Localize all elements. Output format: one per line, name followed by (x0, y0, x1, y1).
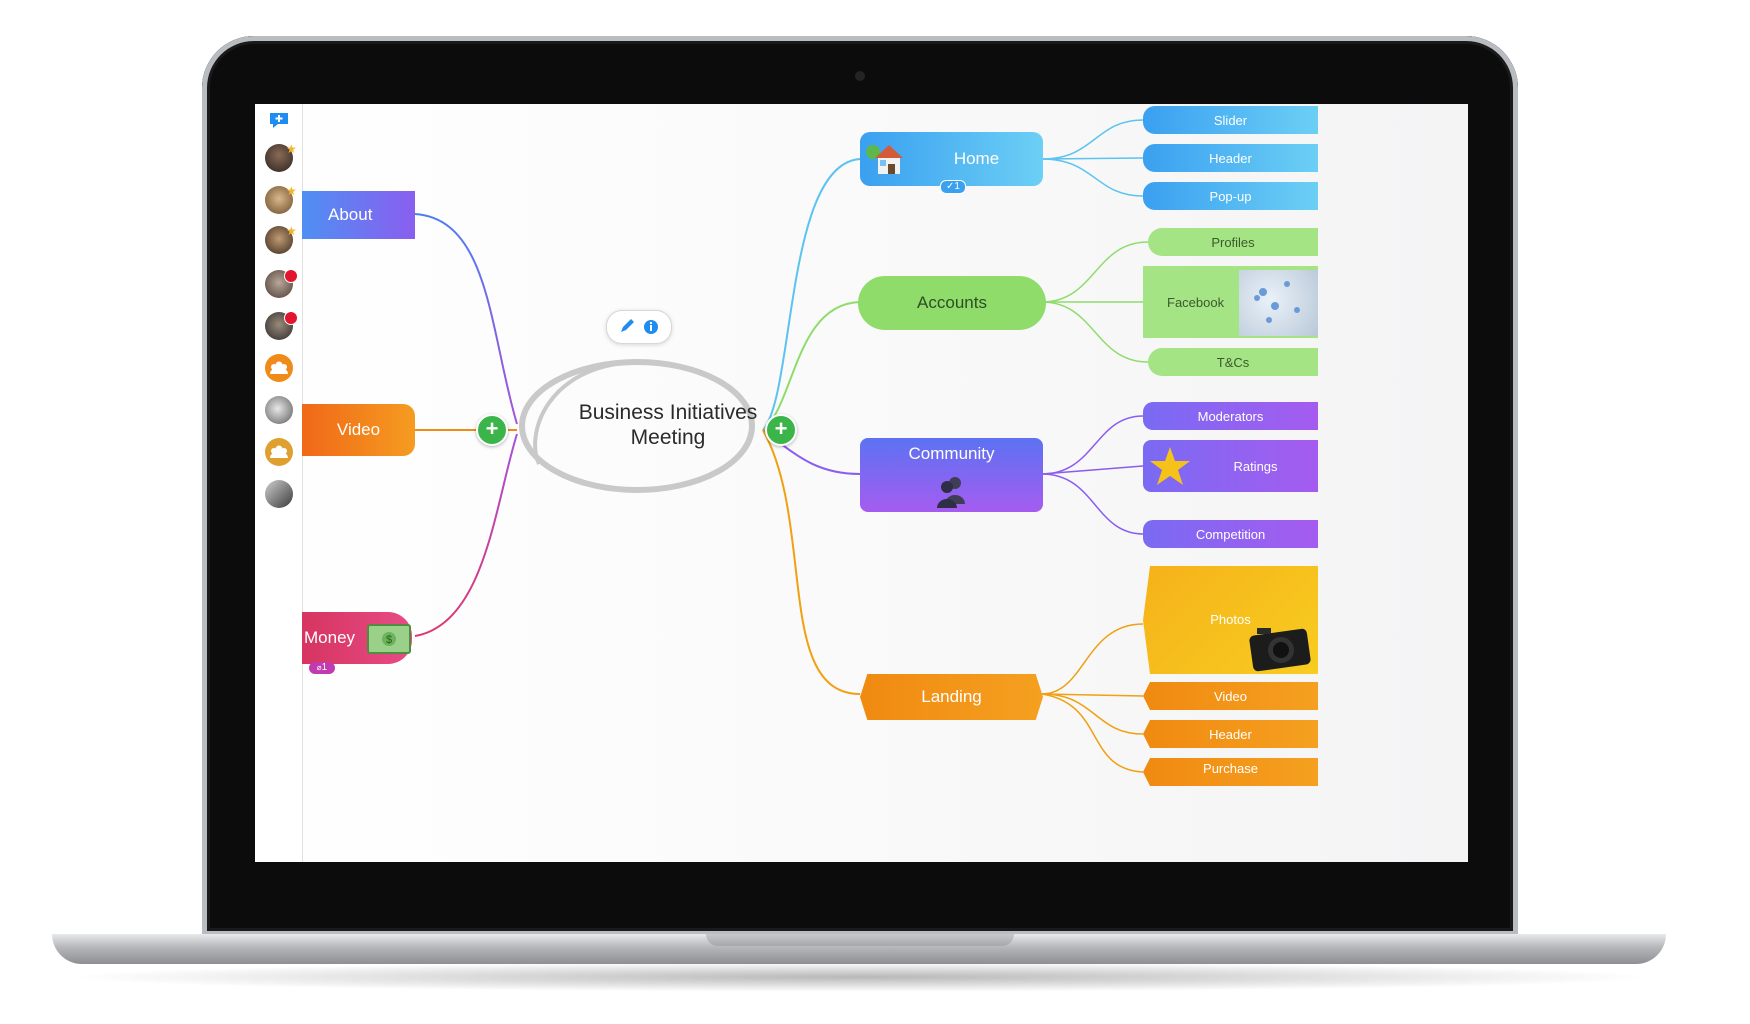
subtopic-label: Slider (1213, 112, 1248, 128)
money-icon: $ (367, 624, 411, 654)
subtopic-purchase[interactable]: Purchase (1143, 758, 1318, 786)
people-icon (931, 470, 971, 510)
star-badge-icon: ★ (286, 184, 297, 198)
star-badge-icon: ★ (286, 224, 297, 238)
group-avatar[interactable] (265, 354, 293, 382)
star-icon (1148, 445, 1192, 489)
attachment-badge[interactable]: ⌀1 (309, 662, 335, 674)
svg-text:$: $ (386, 634, 392, 646)
collaborators-sidebar: ★ ★ ★ (255, 104, 303, 862)
topic-label: Community (908, 444, 995, 463)
notification-dot (284, 269, 298, 283)
central-topic-line1: Business Initiatives (578, 401, 758, 424)
subtopic-label: T&Cs (1216, 354, 1250, 370)
paperclip-icon: ⌀ (316, 663, 322, 672)
connector-home (762, 158, 861, 431)
camera-icon (1247, 620, 1313, 672)
topic-toolbar (606, 310, 672, 344)
subtopic-video[interactable]: Video (1143, 682, 1318, 710)
connector-landing (762, 429, 861, 695)
subtopic-label: Video (1213, 688, 1247, 704)
topic-label: About (328, 205, 373, 224)
avatar[interactable] (265, 396, 293, 424)
chat-add-icon[interactable] (267, 108, 291, 132)
facebook-icons-image (1239, 270, 1318, 336)
avatar[interactable] (265, 186, 293, 214)
camera (855, 71, 865, 81)
attachment-count: 1 (321, 662, 328, 673)
topic-about[interactable]: About (302, 191, 415, 239)
subtopic-tcs[interactable]: T&Cs (1148, 348, 1318, 376)
add-left-topic-button[interactable]: + (476, 414, 508, 446)
subtopic-moderators[interactable]: Moderators (1143, 402, 1318, 430)
subtopic-label: Profiles (1211, 234, 1255, 250)
subtopic-profiles[interactable]: Profiles (1148, 228, 1318, 256)
info-icon[interactable] (643, 316, 659, 338)
check-icon: ✓ (946, 181, 955, 192)
subtopic-competition[interactable]: Competition (1143, 520, 1318, 548)
subtopic-popup[interactable]: Pop-up (1143, 182, 1318, 210)
add-right-topic-button[interactable]: + (765, 414, 797, 446)
topic-label: Video (336, 420, 381, 439)
subtopic-header[interactable]: Header (1143, 720, 1318, 748)
topic-label: Money (304, 628, 356, 647)
laptop-shadow (60, 962, 1660, 992)
subtopic-header[interactable]: Header (1143, 144, 1318, 172)
laptop-notch (706, 934, 1014, 946)
pencil-icon[interactable] (607, 311, 671, 343)
subtopic-label: Competition (1195, 526, 1266, 542)
topic-label: Landing (921, 687, 982, 706)
topic-money[interactable]: Money (302, 612, 412, 664)
topic-label: Accounts (917, 293, 987, 312)
subtopic-label: Photos (1210, 612, 1251, 627)
task-badge[interactable]: ✓1 (940, 180, 966, 194)
star-badge-icon: ★ (286, 142, 297, 156)
topic-accounts[interactable]: Accounts (862, 280, 1042, 326)
avatar[interactable] (265, 480, 293, 508)
topic-label: Home (953, 149, 1000, 168)
notification-dot (284, 311, 298, 325)
subtopic-label: Ratings (1233, 458, 1278, 474)
subtopic-label: Pop-up (1209, 188, 1252, 204)
mindmap-screen: ★ ★ ★ About Video Money $ ⌀1 + + (255, 104, 1468, 862)
central-ring (519, 359, 755, 493)
connector-about (414, 213, 518, 425)
central-topic[interactable]: Business Initiatives Meeting (553, 400, 783, 450)
subtopic-label: Header (1209, 150, 1252, 166)
house-icon (864, 136, 908, 180)
group-avatar[interactable] (265, 438, 293, 466)
subtopic-label: Header (1209, 726, 1252, 742)
topic-video[interactable]: Video (302, 404, 415, 456)
central-topic-line2: Meeting (630, 426, 706, 449)
connector-money (414, 433, 518, 637)
avatar[interactable] (265, 226, 293, 254)
topic-landing[interactable]: Landing (860, 674, 1043, 720)
subtopic-slider[interactable]: Slider (1143, 106, 1318, 134)
subtopic-label: Facebook (1167, 294, 1225, 310)
subtopic-label: Purchase (1203, 761, 1258, 776)
avatar[interactable] (265, 144, 293, 172)
task-count: 1 (954, 181, 960, 192)
subtopic-label: Moderators (1197, 408, 1264, 424)
